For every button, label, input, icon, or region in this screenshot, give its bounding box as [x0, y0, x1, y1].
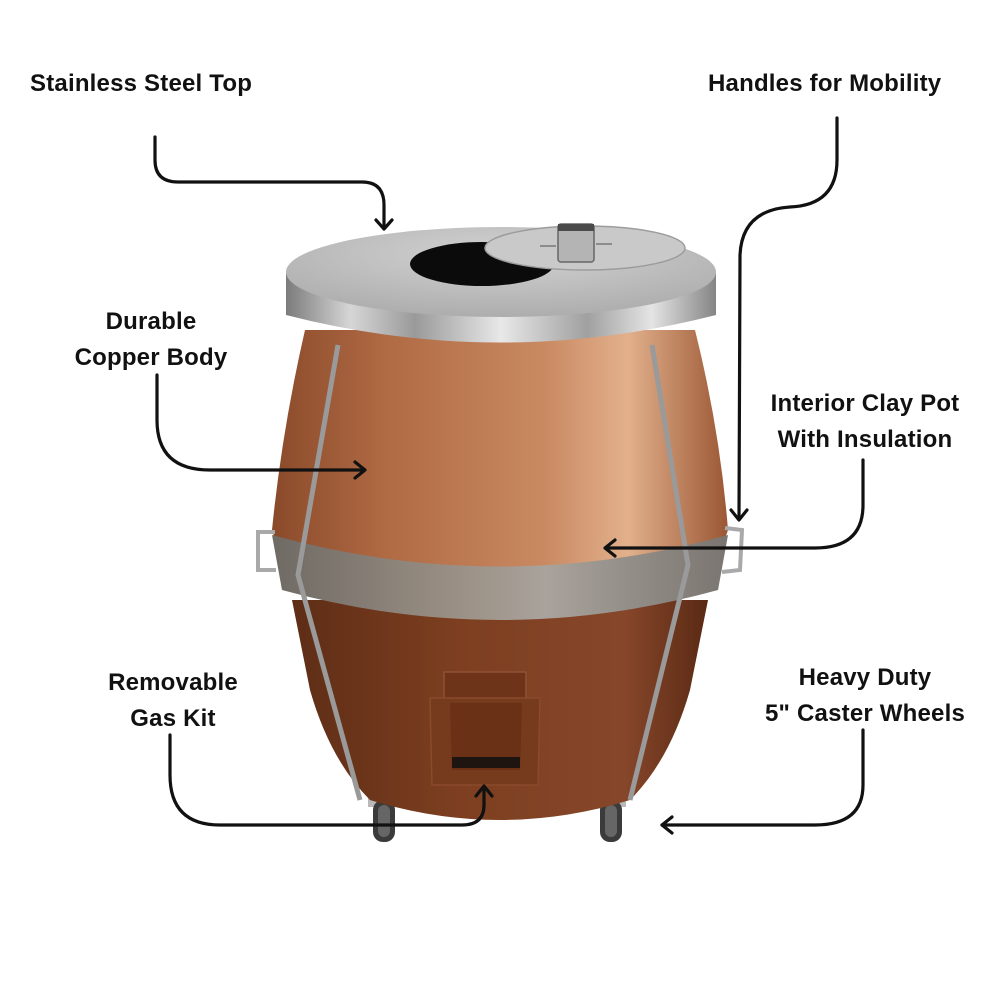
callout-durable-copper-body: Durable Copper Body: [66, 304, 236, 376]
callout-handles-for-mobility: Handles for Mobility: [708, 66, 941, 102]
support-rods: [295, 344, 691, 801]
callout-line: Stainless Steel Top: [30, 70, 253, 97]
arrow-copper-body: [155, 373, 367, 480]
arrow-handles: [729, 116, 839, 522]
arrow-caster-wheels: [660, 728, 865, 835]
callout-interior-clay-pot: Interior Clay Pot With Insulation: [757, 386, 973, 458]
arrow-stainless-steel-top: [153, 135, 394, 231]
callout-stainless-steel-top: Stainless Steel Top: [30, 66, 252, 102]
handle-right: [721, 526, 745, 574]
callout-line: 5" Caster Wheels: [765, 700, 965, 727]
arrow-clay-pot: [603, 458, 865, 558]
callout-line: Gas Kit: [130, 705, 216, 732]
gas-kit-door: [429, 671, 541, 786]
callout-line: With Insulation: [777, 426, 953, 453]
handle-left: [256, 530, 276, 572]
callout-line: Durable: [105, 308, 197, 335]
callout-line: Interior Clay Pot: [770, 390, 960, 417]
callout-caster-wheels: Heavy Duty 5" Caster Wheels: [752, 660, 978, 732]
callout-line: Handles for Mobility: [708, 70, 942, 97]
lid: [484, 223, 686, 271]
callout-line: Heavy Duty: [798, 664, 932, 691]
callout-line: Copper Body: [74, 344, 228, 371]
callout-line: Removable: [108, 669, 238, 696]
upper-copper-body: [272, 330, 728, 595]
middle-steel-band: [272, 535, 728, 620]
callout-removable-gas-kit: Removable Gas Kit: [98, 665, 248, 737]
arrow-gas-kit: [168, 733, 494, 827]
